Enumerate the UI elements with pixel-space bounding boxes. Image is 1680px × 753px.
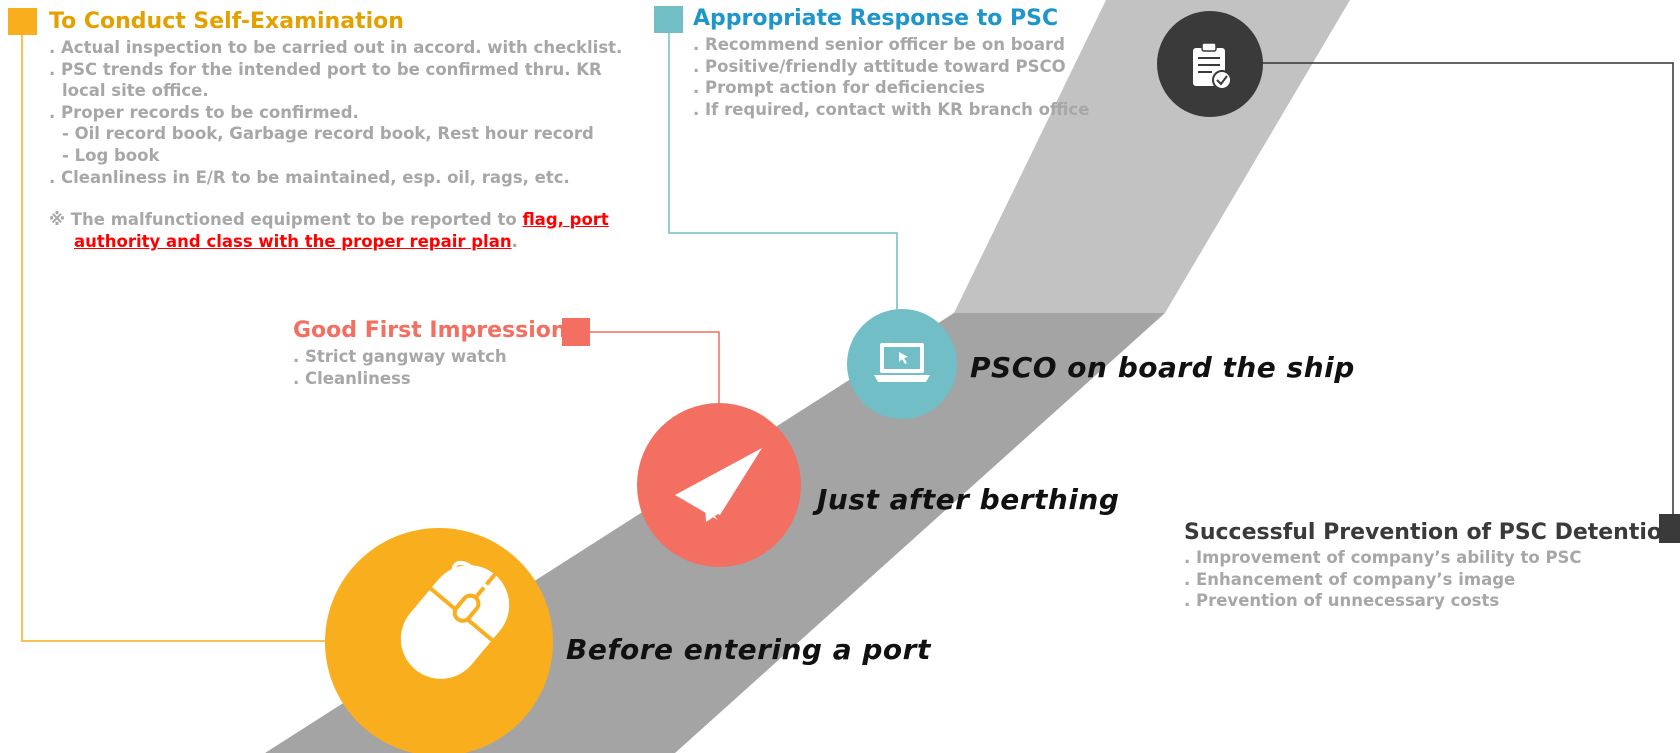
response-item: . If required, contact with KR branch of… xyxy=(693,99,1090,119)
marker-prevention xyxy=(1659,514,1680,543)
prevention-title: Successful Prevention of PSC Detention xyxy=(1184,520,1678,545)
note-highlight: flag, port xyxy=(522,210,609,229)
connector-self-exam xyxy=(21,10,328,642)
note-suffix: . xyxy=(511,232,518,251)
self-exam-item: . Cleanliness in E/R to be maintained, e… xyxy=(49,167,570,187)
self-exam-item: - Oil record book, Garbage record book, … xyxy=(62,124,594,144)
self-exam-item: . PSC trends for the intended port to be… xyxy=(49,59,602,79)
first-impression-item: . Strict gangway watch xyxy=(293,347,507,366)
connector-first-impression xyxy=(590,331,720,404)
connector-prevention xyxy=(1262,62,1674,528)
first-impression-item: . Cleanliness xyxy=(293,368,411,388)
marker-first-impression xyxy=(562,318,590,346)
stage-label-psco-on-board: PSCO on board the ship xyxy=(970,351,1355,384)
stage-label-after-berthing: Just after berthing xyxy=(817,483,1120,516)
paper-plane-icon xyxy=(675,448,762,522)
laptop-icon xyxy=(874,343,930,382)
prevention-item: . Improvement of company’s ability to PS… xyxy=(1184,548,1582,567)
self-exam-list: . Actual inspection to be carried out in… xyxy=(49,37,622,188)
first-impression-list: . Strict gangway watch . Cleanliness xyxy=(293,346,507,389)
self-exam-item: - Log book xyxy=(62,145,160,165)
mouse-icon xyxy=(400,565,510,679)
note-prefix: ※ The malfunctioned equipment to be repo… xyxy=(49,210,517,229)
self-exam-item: local site office. xyxy=(62,81,209,101)
prevention-item: . Prevention of unnecessary costs xyxy=(1184,591,1500,611)
clipboard-check-icon xyxy=(1193,42,1232,90)
mouse-cable xyxy=(451,561,503,606)
first-impression-title: Good First Impression xyxy=(293,318,567,343)
prevention-list: . Improvement of company’s ability to PS… xyxy=(1184,547,1582,612)
response-item: . Positive/friendly attitude toward PSCO xyxy=(693,56,1066,76)
connector-response xyxy=(668,18,898,310)
marker-self-exam xyxy=(8,8,37,35)
self-exam-title: To Conduct Self-Examination xyxy=(49,9,404,34)
marker-response xyxy=(654,6,683,33)
prevention-item: . Enhancement of company’s image xyxy=(1184,569,1516,589)
response-item: . Prompt action for deficiencies xyxy=(693,78,985,98)
response-list: . Recommend senior officer be on board .… xyxy=(693,34,1089,120)
note-highlight: authority and class with the proper repa… xyxy=(74,232,512,251)
response-item: . Recommend senior officer be on board xyxy=(693,35,1065,54)
stage-label-before-port: Before entering a port xyxy=(566,633,931,666)
response-title: Appropriate Response to PSC xyxy=(693,6,1059,31)
self-exam-item: . Actual inspection to be carried out in… xyxy=(49,38,623,57)
self-exam-note: ※ The malfunctioned equipment to be repo… xyxy=(49,209,609,253)
self-exam-item: . Proper records to be confirmed. xyxy=(49,102,359,122)
